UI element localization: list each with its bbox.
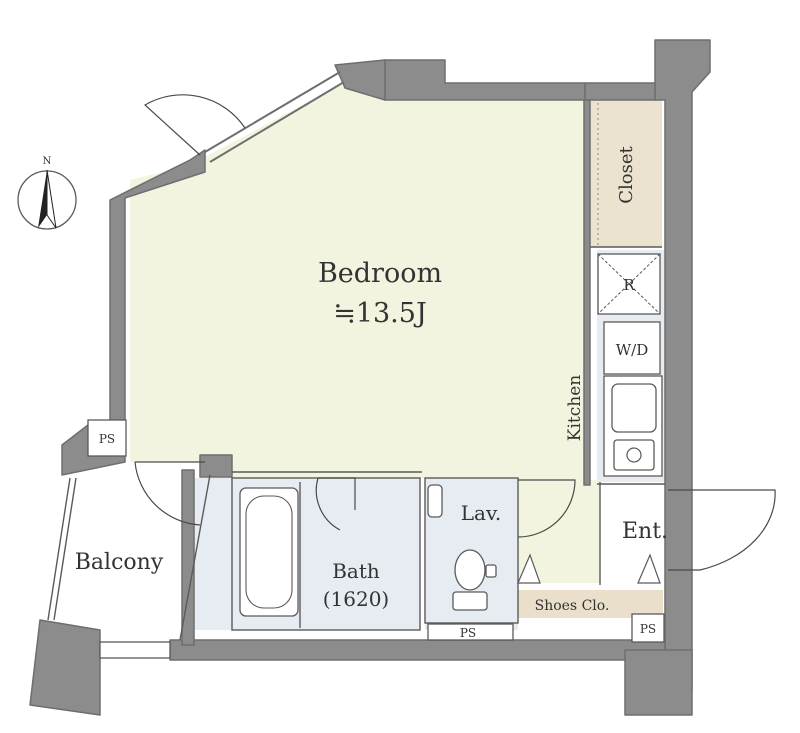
wall-kitchen-west — [583, 99, 591, 486]
wall-north-angled — [334, 59, 386, 101]
compass-north-label: N — [43, 156, 52, 167]
bath-size: (1620) — [323, 587, 390, 611]
ps-left-box — [87, 419, 127, 457]
ps-right-box — [631, 613, 665, 643]
ps-right-label: PS — [640, 622, 656, 636]
stove-burner — [626, 447, 642, 463]
toilet-tank — [452, 591, 488, 611]
ps-left-label: PS — [99, 432, 115, 446]
washer-label: W/D — [616, 341, 649, 359]
balcony-threshold — [99, 641, 171, 659]
bedroom-floor — [130, 85, 600, 583]
ps-bottom-label: PS — [460, 626, 476, 640]
wall-lav-box — [424, 477, 519, 624]
north-compass: N — [17, 156, 77, 230]
fridge-cross-b — [597, 253, 661, 315]
bathtub-inner — [245, 495, 293, 609]
door-balcony-swing — [134, 461, 205, 526]
door-bath-swing — [315, 477, 356, 531]
door-lav-swing — [517, 479, 576, 538]
window-line-a — [204, 71, 341, 153]
compass-needle — [38, 170, 47, 228]
kitchen-sink — [611, 383, 657, 433]
kitchen-stove — [613, 439, 655, 471]
fridge-cross-a — [597, 253, 661, 315]
bath-floor — [192, 478, 420, 630]
wall-se-corner — [624, 649, 693, 716]
washer-box — [603, 321, 661, 375]
wall-north — [384, 59, 586, 101]
bath-name: Bath — [332, 559, 380, 583]
wall-south — [169, 639, 666, 686]
toilet-bowl — [454, 549, 486, 591]
wash-basin — [427, 484, 443, 518]
kitchen-label: Kitchen — [565, 375, 585, 441]
bedroom-name: Bedroom — [318, 258, 442, 289]
wall-bath-west — [181, 469, 195, 646]
wall-balcony-south — [29, 619, 101, 716]
fridge-label: R — [623, 276, 635, 294]
ps-bottom-box — [427, 623, 514, 641]
bedroom-size: ≒13.5J — [333, 298, 427, 329]
lavatory-label: Lav. — [461, 501, 502, 525]
wall-west-angled — [109, 149, 206, 441]
wall-corner-ne — [584, 82, 656, 101]
shoes-closet-floor — [518, 590, 663, 618]
compass-needle-light — [46, 169, 57, 229]
door-north-swing — [143, 94, 246, 156]
closet-floor — [590, 95, 662, 247]
door-entrance-swing — [668, 489, 776, 571]
entry-marker-right — [637, 553, 661, 584]
balcony-label: Balcony — [75, 550, 164, 575]
shoes-closet-label: Shoes Clo. — [535, 598, 610, 614]
balcony-rail-west — [47, 477, 71, 621]
closet-label: Closet — [616, 145, 637, 203]
wall-balcony-divider — [199, 454, 233, 478]
entrance-label: Ent. — [622, 519, 668, 544]
entry-marker-left — [517, 553, 541, 584]
balcony-rail-east — [179, 474, 211, 641]
toilet-paper — [485, 564, 497, 578]
window-line-b — [209, 81, 345, 163]
balcony-rail-west-inner — [53, 477, 77, 621]
